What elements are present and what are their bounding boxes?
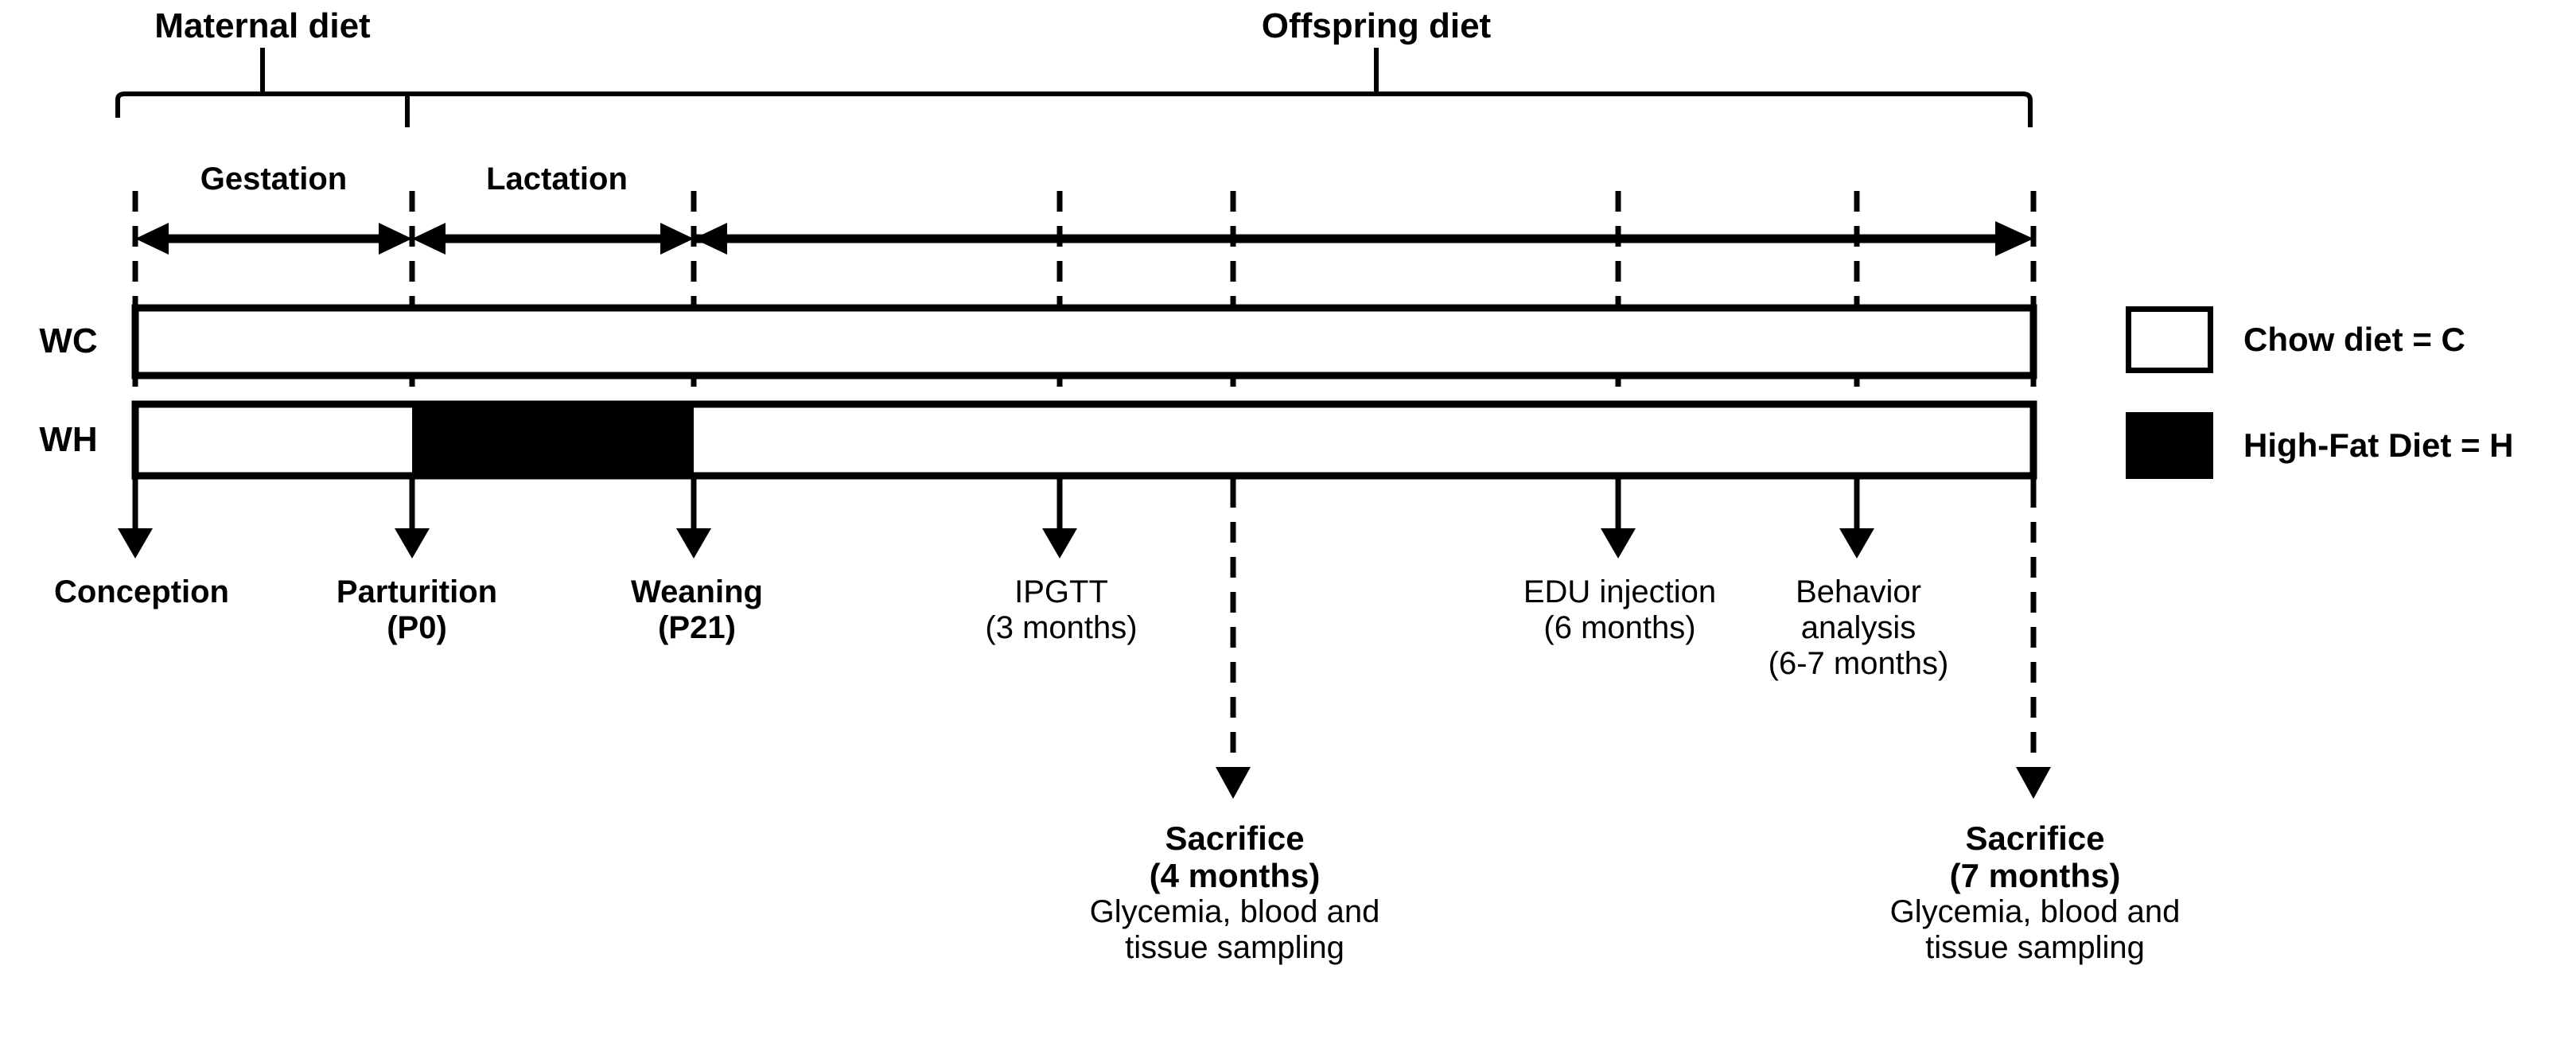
- event-label-behavior-line3: (6-7 months): [1768, 645, 1949, 681]
- sacrifice-7-age: (7 months): [1949, 857, 2121, 895]
- event-label-behavior-analysis: Behavior analysis (6-7 months): [1769, 574, 1949, 681]
- event-label-parturition: Parturition (P0): [337, 574, 497, 646]
- event-label-ipgtt-line2: (3 months): [985, 609, 1138, 645]
- event-label-edu-injection: EDU injection (6 months): [1523, 574, 1716, 646]
- legend-swatch-highfat-icon: [2126, 412, 2213, 479]
- sacrifice-7-subline1: Glycemia, blood and: [1889, 894, 2181, 930]
- phase-label-lactation: Lactation: [486, 162, 628, 197]
- arrow-sacrifice-7: [2016, 487, 2051, 799]
- legend-item-chow-diet: Chow diet = C: [2126, 306, 2465, 373]
- legend-label-chow: Chow diet = C: [2243, 321, 2465, 358]
- group-row-wh: [131, 400, 2037, 480]
- event-label-conception: Conception: [54, 574, 229, 609]
- event-label-edu-line1: EDU injection: [1523, 574, 1717, 609]
- sacrifice-4-subline1: Glycemia, blood and: [1089, 894, 1380, 930]
- sacrifice-7-title: Sacrifice: [1965, 819, 2105, 857]
- arrow-parturition: [395, 487, 430, 559]
- maternal-diet-bracket: [115, 48, 407, 118]
- event-label-parturition-line1: Parturition: [336, 574, 498, 609]
- arrow-ipgtt: [1042, 487, 1077, 559]
- event-label-weaning-line1: Weaning: [631, 574, 763, 609]
- event-label-behavior-line2: analysis: [1800, 609, 1916, 645]
- offspring-diet-label: Offspring diet: [1261, 6, 1492, 45]
- group-label-wh: WH: [39, 420, 98, 459]
- sacrifice-4-age: (4 months): [1149, 857, 1321, 895]
- event-label-sacrifice-7-months: Sacrifice (7 months) Glycemia, blood and…: [1890, 819, 2181, 966]
- legend-item-high-fat-diet: High-Fat Diet = H: [2126, 412, 2514, 479]
- event-label-parturition-line2: (P0): [387, 609, 447, 645]
- sacrifice-4-subline2: tissue sampling: [1125, 929, 1344, 965]
- event-label-edu-line2: (6 months): [1543, 609, 1696, 645]
- arrow-conception: [118, 487, 153, 559]
- phase-label-gestation: Gestation: [200, 162, 348, 197]
- legend-swatch-chow-icon: [2126, 306, 2213, 373]
- arrow-sacrifice-4: [1216, 487, 1251, 799]
- wh-highfat-segment: [412, 404, 694, 476]
- event-label-behavior-line1: Behavior: [1796, 574, 1921, 609]
- event-label-weaning: Weaning (P21): [631, 574, 763, 646]
- sacrifice-7-subline2: tissue sampling: [1925, 929, 2145, 965]
- arrow-weaning: [676, 487, 711, 559]
- arrow-edu: [1601, 487, 1636, 559]
- sacrifice-4-title: Sacrifice: [1165, 819, 1305, 857]
- maternal-diet-label: Maternal diet: [154, 6, 371, 45]
- offspring-diet-bracket: [405, 48, 2033, 127]
- group-row-wc: [131, 304, 2037, 380]
- event-label-ipgtt: IPGTT (3 months): [985, 574, 1137, 646]
- event-label-weaning-line2: (P21): [658, 609, 736, 645]
- timeline-axis: [135, 221, 2033, 256]
- event-label-sacrifice-4-months: Sacrifice (4 months) Glycemia, blood and…: [1090, 819, 1380, 966]
- legend-label-high-fat: High-Fat Diet = H: [2243, 426, 2514, 464]
- group-label-wc: WC: [39, 321, 98, 360]
- event-label-ipgtt-line1: IPGTT: [1014, 574, 1108, 609]
- event-arrows: [118, 487, 2051, 799]
- arrow-behavior: [1839, 487, 1874, 559]
